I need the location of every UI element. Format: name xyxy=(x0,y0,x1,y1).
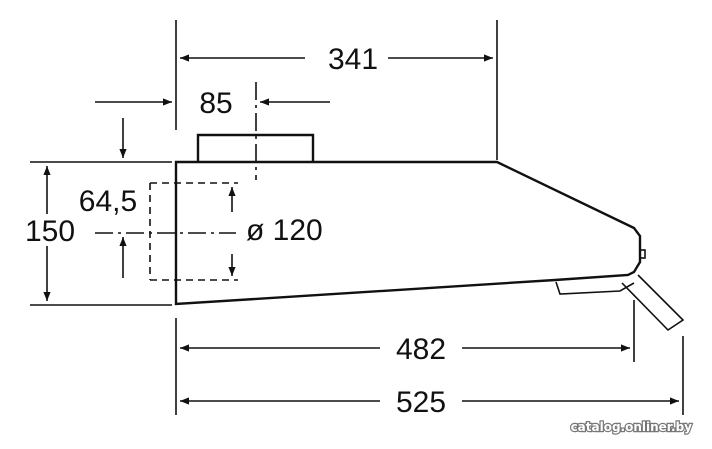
dimension-label-482: 482 xyxy=(396,333,446,366)
dimension-64-5: 64,5 xyxy=(79,118,137,278)
outlet-collar xyxy=(196,133,315,162)
dimension-label-64-5: 64,5 xyxy=(79,185,137,218)
hood-body xyxy=(174,160,646,306)
centerlines xyxy=(95,82,257,234)
dimension-150: 150 xyxy=(25,166,75,301)
dimension-label-diameter: ø 120 xyxy=(246,214,323,247)
dimension-85: 85 xyxy=(95,87,330,120)
slide-out-visor xyxy=(555,274,685,332)
dimension-label-85: 85 xyxy=(199,87,232,120)
extension-lines xyxy=(30,20,684,415)
watermark: catalog.onliner.by xyxy=(571,420,693,434)
dimension-label-341: 341 xyxy=(328,43,378,76)
dimension-341: 341 xyxy=(180,43,493,76)
dimension-482: 482 xyxy=(180,333,630,366)
dimension-label-150: 150 xyxy=(25,215,75,248)
dimension-diameter-120: ø 120 xyxy=(228,187,323,276)
side-outlet-outline xyxy=(149,182,238,281)
dimension-525: 525 xyxy=(180,386,679,419)
dimension-label-525: 525 xyxy=(396,386,446,419)
